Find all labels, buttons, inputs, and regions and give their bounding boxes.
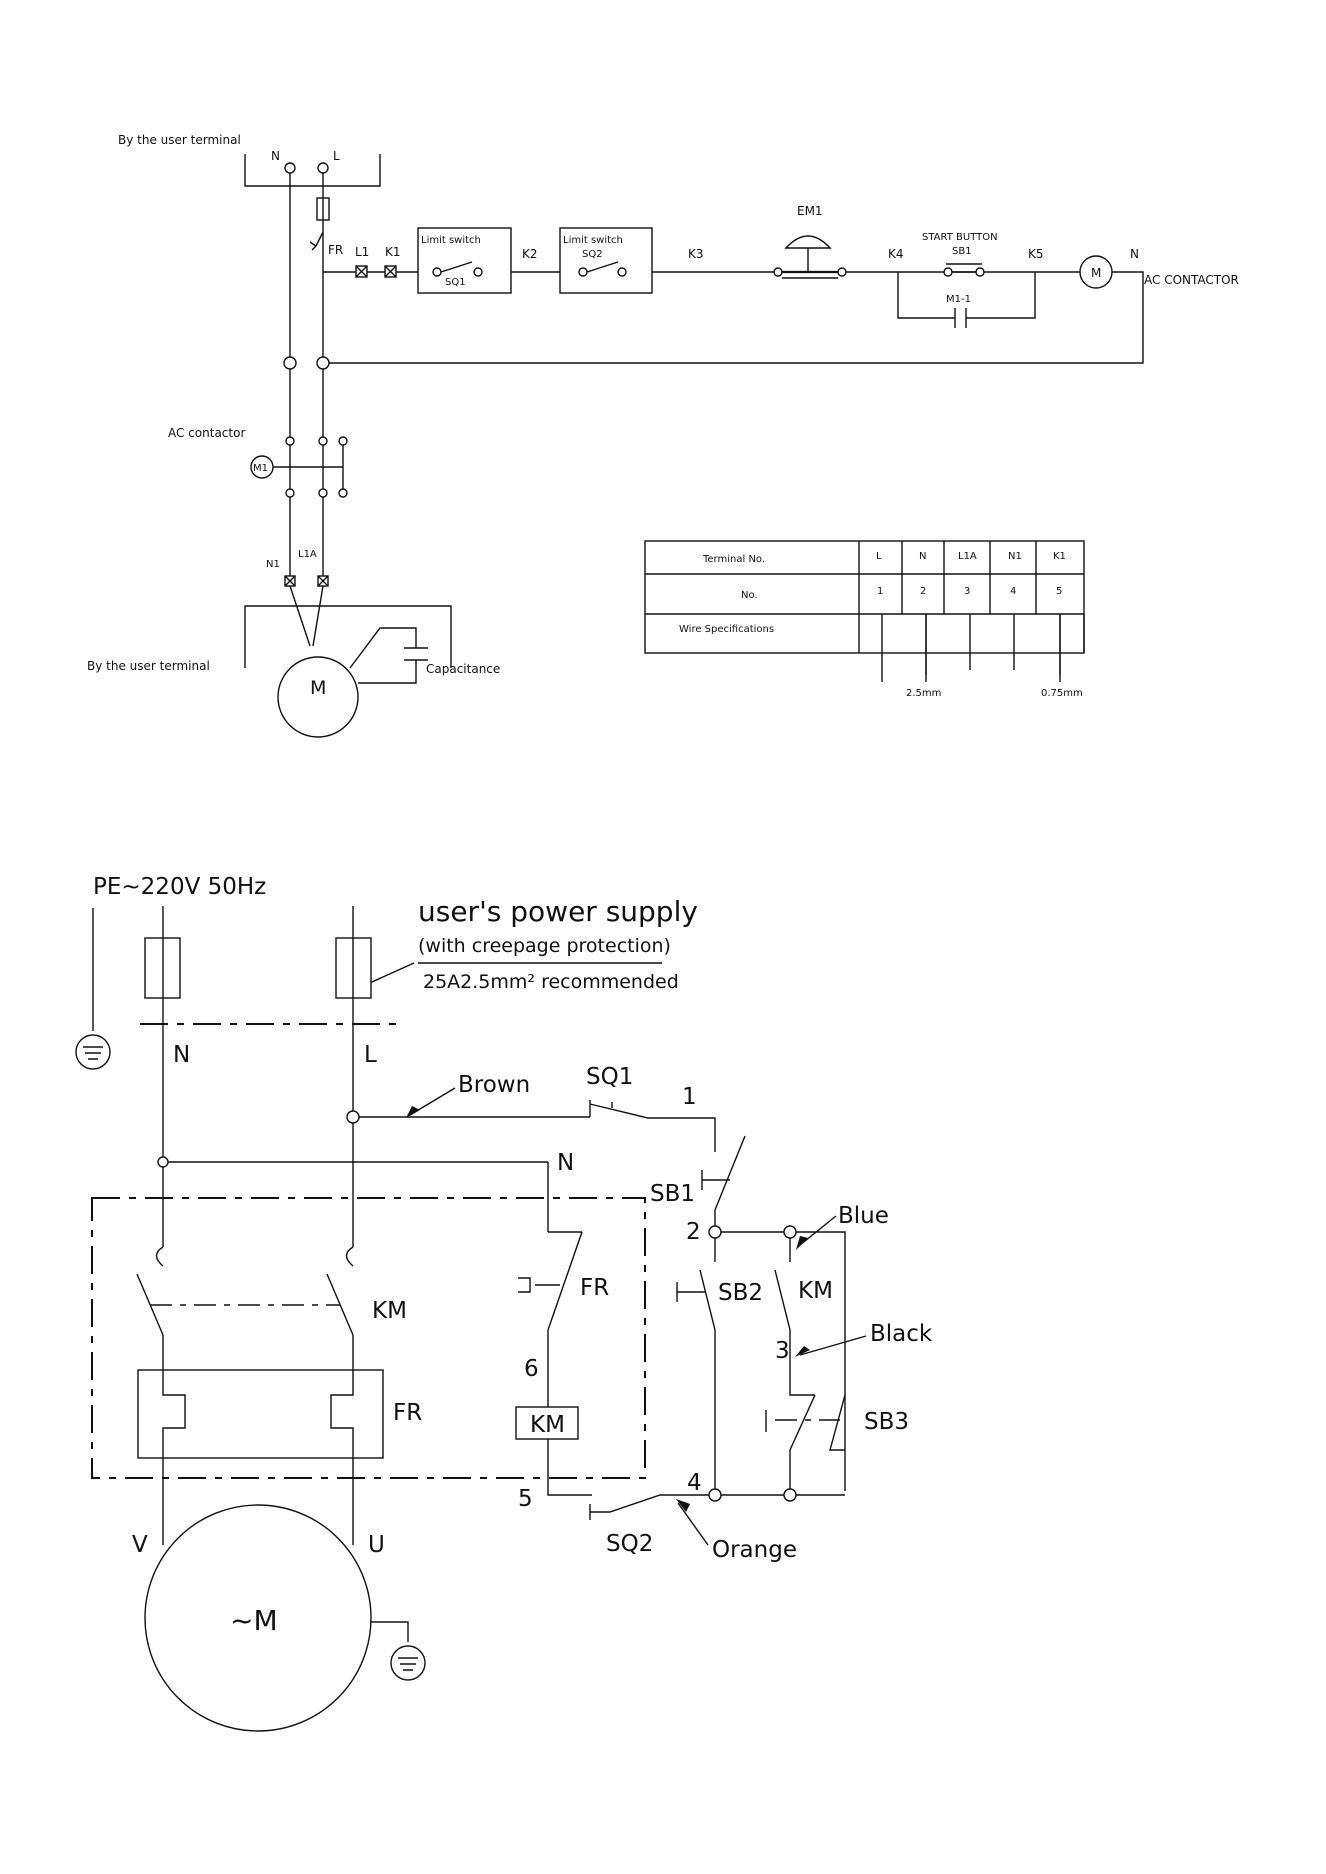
node-2-label: 2 bbox=[686, 1219, 701, 1245]
em1-label: EM1 bbox=[797, 204, 823, 218]
thermal-relay-box bbox=[137, 1369, 384, 1459]
table-cell-number: 1 bbox=[877, 586, 883, 597]
ground-icon-motor bbox=[390, 1645, 426, 1681]
table-row-no: No. bbox=[741, 590, 758, 601]
u-label: U bbox=[368, 1532, 385, 1558]
limit-switch-sq2-box bbox=[559, 227, 653, 294]
l-label: L bbox=[364, 1042, 377, 1068]
fr-relay-label: FR bbox=[393, 1400, 422, 1426]
power-circuit-diagram: PE~220V 50Hz user's power supply (with c… bbox=[75, 874, 933, 1732]
user-terminal-label-top: By the user terminal bbox=[118, 133, 241, 147]
sb1-label-top: SB1 bbox=[952, 246, 972, 257]
table-cell-terminal: N bbox=[919, 551, 926, 562]
recommended-label: 25A2.5mm² recommended bbox=[423, 971, 679, 993]
wire-size-2-5: 2.5mm bbox=[906, 688, 941, 699]
fuse-icon bbox=[316, 197, 330, 221]
v-label: V bbox=[132, 1532, 148, 1558]
sq2-label-bottom: SQ2 bbox=[606, 1531, 653, 1557]
table-cell-terminal: L1A bbox=[958, 551, 977, 562]
start-button-label: START BUTTON bbox=[922, 232, 998, 243]
node-6-label: 6 bbox=[524, 1356, 539, 1382]
table-cell-terminal: L bbox=[876, 551, 882, 562]
black-label: Black bbox=[870, 1321, 933, 1347]
table-row-wire-spec: Wire Specifications bbox=[679, 624, 774, 635]
node-4-label: 4 bbox=[687, 1470, 702, 1496]
node-3-label: 3 bbox=[775, 1338, 790, 1364]
km-coil-box bbox=[515, 1406, 579, 1440]
motor-icon-bottom bbox=[144, 1504, 372, 1732]
fr-contact-label: FR bbox=[580, 1275, 609, 1301]
users-power-supply-label: user's power supply bbox=[418, 895, 698, 928]
limit-switch-1-label: Limit switch bbox=[421, 235, 481, 246]
node-5-label: 5 bbox=[518, 1486, 533, 1512]
terminal-l-label: L bbox=[333, 149, 340, 163]
wire-size-0-75: 0.75mm bbox=[1041, 688, 1083, 699]
coil-m-label: M bbox=[1091, 266, 1101, 280]
limit-switch-sq1-box bbox=[417, 227, 512, 294]
motor-label-top: M bbox=[310, 677, 326, 699]
thermal-relay-contact-icon bbox=[309, 231, 324, 251]
blue-label: Blue bbox=[838, 1203, 889, 1229]
sb1-label-bottom: SB1 bbox=[650, 1181, 695, 1207]
motor-icon-top bbox=[277, 656, 359, 738]
motor-label-bottom: ~M bbox=[230, 1604, 278, 1637]
m1-label: M1 bbox=[253, 463, 268, 474]
table-cell-number: 3 bbox=[964, 586, 970, 597]
k3-label: K3 bbox=[688, 247, 704, 261]
capacitance-label: Capacitance bbox=[426, 662, 500, 676]
km-aux-label: KM bbox=[798, 1278, 833, 1304]
ground-icon-pe bbox=[75, 1034, 111, 1070]
terminal-n bbox=[284, 162, 296, 174]
control-box-enclosure bbox=[91, 1197, 646, 1479]
table-cell-terminal: K1 bbox=[1053, 551, 1066, 562]
terminal-table: Terminal No. No. Wire Specifications L N… bbox=[644, 540, 1085, 699]
limit-switch-2-label: Limit switch bbox=[563, 235, 623, 246]
terminal-n-label: N bbox=[271, 149, 280, 163]
sb2-label: SB2 bbox=[718, 1280, 763, 1306]
user-terminal-label-bottom: By the user terminal bbox=[87, 659, 210, 673]
creepage-label: (with creepage protection) bbox=[418, 935, 671, 957]
l1a-label: L1A bbox=[298, 549, 317, 560]
table-row-terminal-no: Terminal No. bbox=[702, 554, 765, 565]
km-main-label: KM bbox=[372, 1298, 407, 1324]
terminal-l bbox=[317, 162, 329, 174]
m1-1-label: M1-1 bbox=[946, 294, 971, 305]
ac-contactor-label: AC contactor bbox=[168, 426, 245, 440]
supply-label: PE~220V 50Hz bbox=[93, 874, 266, 900]
table-cell-terminal: N1 bbox=[1008, 551, 1022, 562]
brown-label: Brown bbox=[458, 1072, 530, 1098]
user-terminal-box-top bbox=[244, 154, 381, 187]
table-cell-number: 4 bbox=[1010, 586, 1016, 597]
km-coil-label: KM bbox=[530, 1412, 565, 1438]
n1-label: N1 bbox=[266, 559, 280, 570]
fr-label: FR bbox=[328, 243, 343, 257]
coil-n-label: N bbox=[1130, 247, 1139, 261]
sq1-label: SQ1 bbox=[445, 277, 466, 288]
orange-label: Orange bbox=[712, 1537, 797, 1563]
table-cell-number: 5 bbox=[1056, 586, 1062, 597]
sq1-label-bottom: SQ1 bbox=[586, 1064, 633, 1090]
sb3-label: SB3 bbox=[864, 1409, 909, 1435]
control-circuit-diagram: By the user terminal N L FR L1 K1 Limit … bbox=[87, 133, 1239, 738]
n-label: N bbox=[173, 1042, 190, 1068]
n-wire-label: N bbox=[557, 1150, 574, 1176]
table-cell-number: 2 bbox=[920, 586, 926, 597]
node-1-label: 1 bbox=[682, 1084, 697, 1110]
k1-label: K1 bbox=[385, 245, 401, 259]
sq2-label: SQ2 bbox=[582, 249, 603, 260]
k4-label: K4 bbox=[888, 247, 904, 261]
k5-label: K5 bbox=[1028, 247, 1044, 261]
ac-contactor-caps-label: AC CONTACTOR bbox=[1144, 273, 1239, 287]
l1-label: L1 bbox=[355, 245, 369, 259]
emergency-stop-icon bbox=[784, 235, 832, 249]
k2-label: K2 bbox=[522, 247, 538, 261]
